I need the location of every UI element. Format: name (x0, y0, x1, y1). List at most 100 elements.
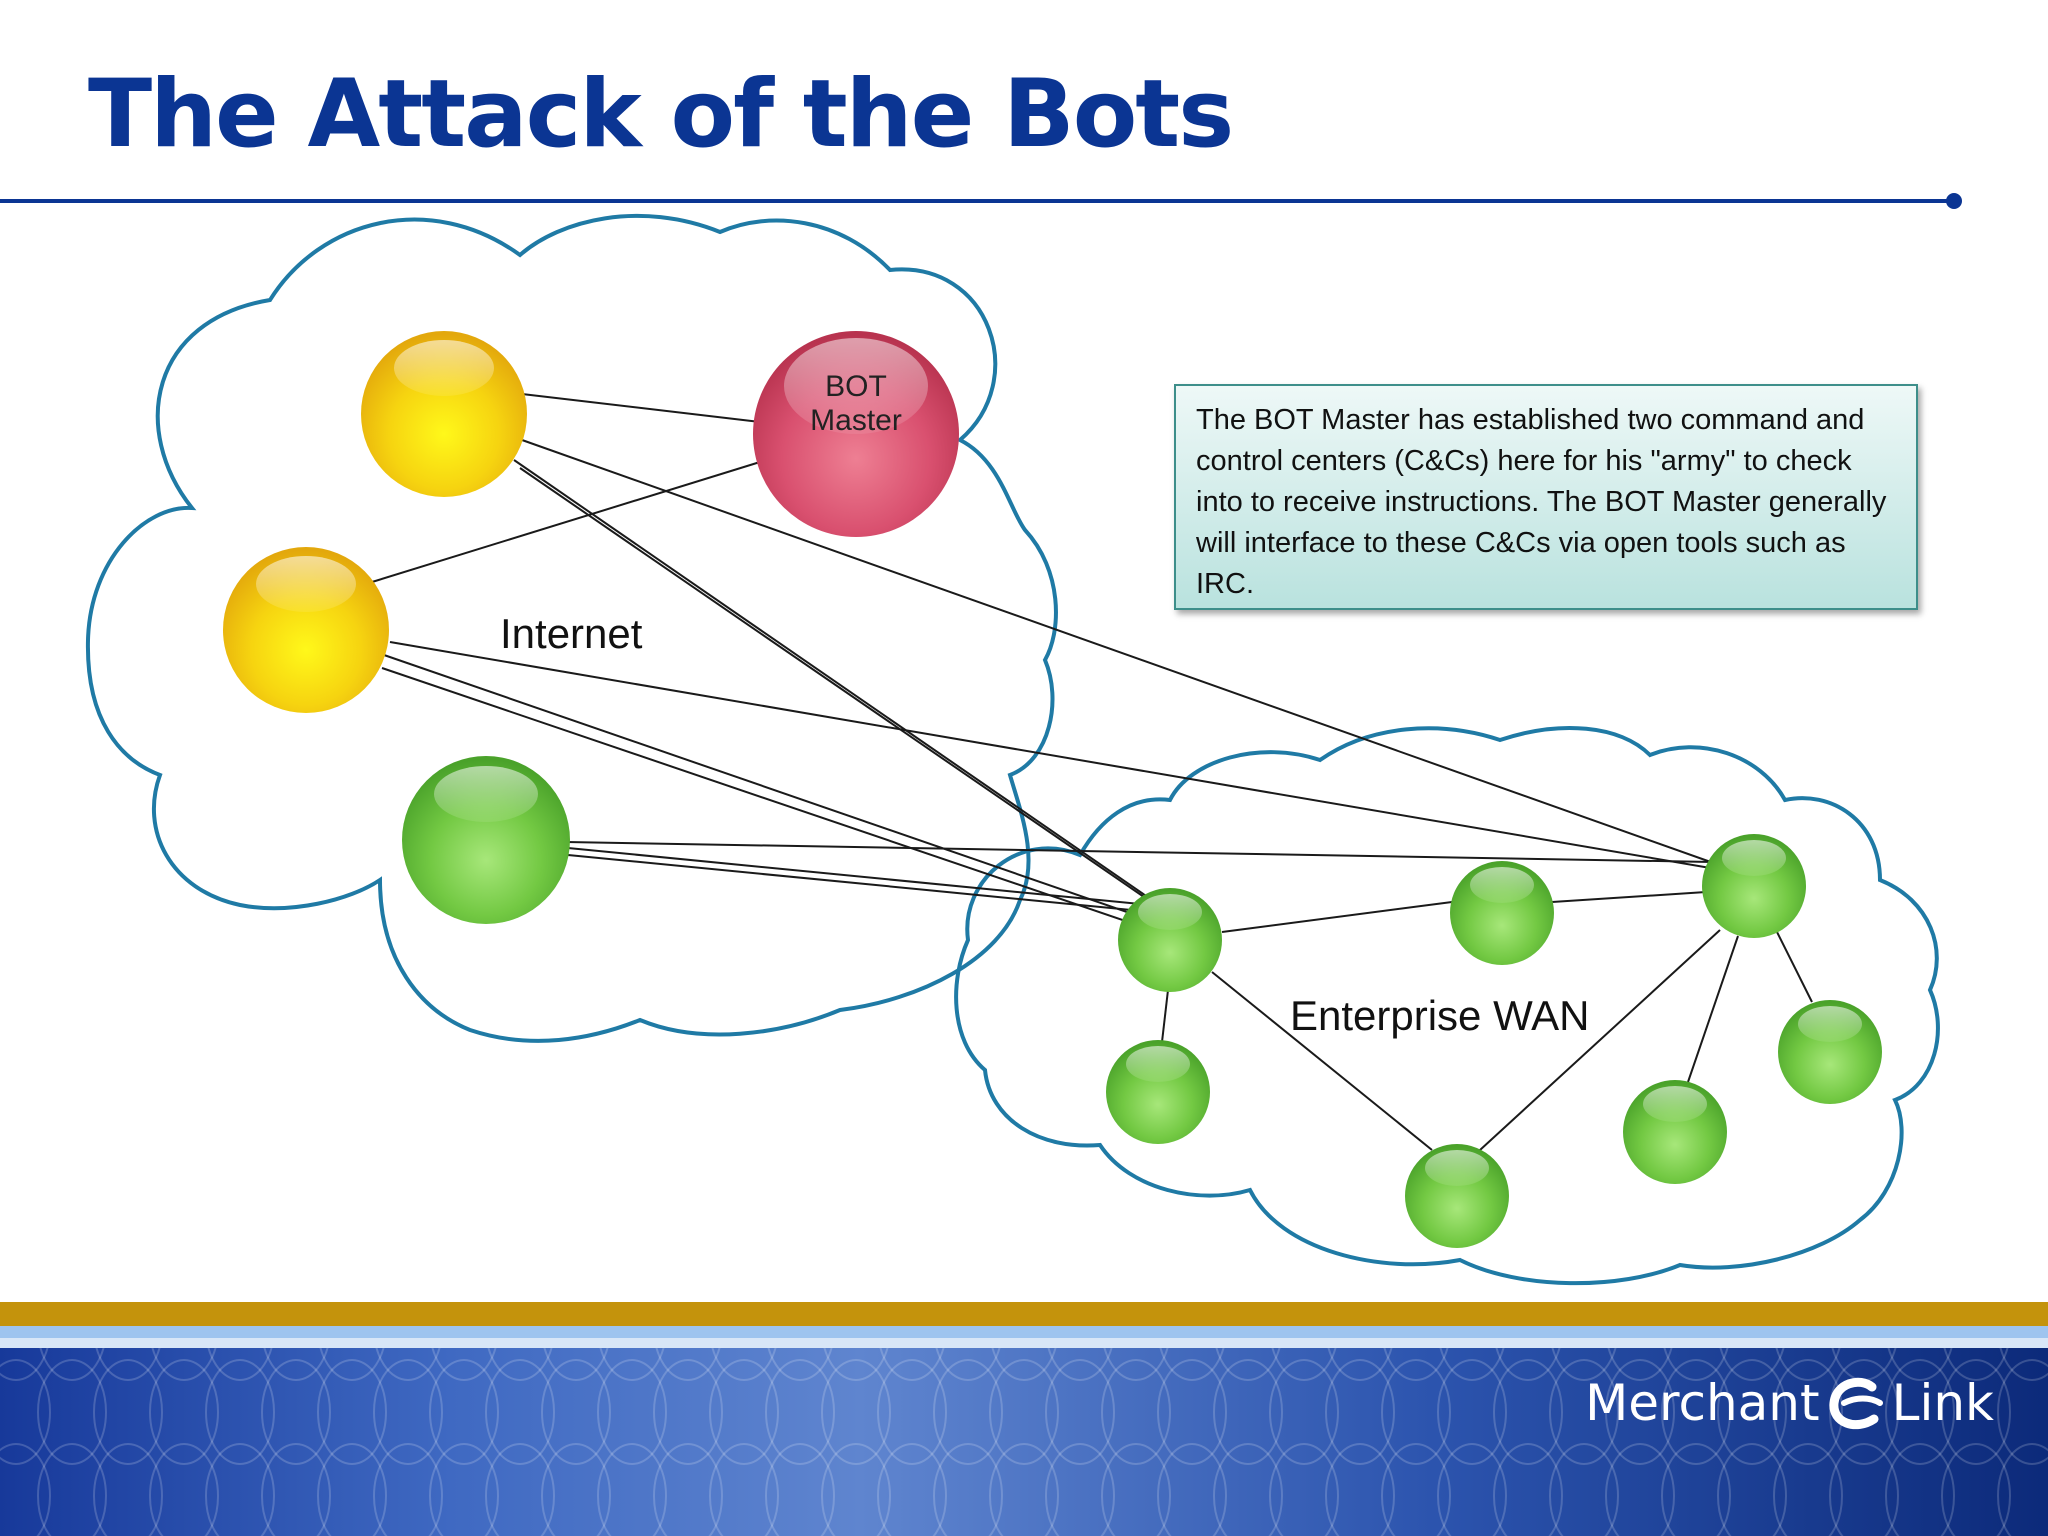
pattern-ring (375, 1348, 441, 1381)
pattern-ring (541, 1359, 611, 1465)
pattern-ring (1887, 1348, 1953, 1381)
pattern-ring (933, 1359, 1003, 1465)
bot-master-label-line1: BOT (825, 370, 887, 403)
pattern-ring (0, 1348, 49, 1381)
pattern-ring (487, 1348, 553, 1381)
pattern-ring (823, 1348, 889, 1381)
pattern-ring (431, 1348, 497, 1381)
pattern-ring (263, 1348, 329, 1381)
pattern-ring (1269, 1359, 1339, 1465)
pattern-ring (709, 1359, 779, 1465)
pattern-ring (991, 1348, 1057, 1381)
pattern-ring (317, 1359, 387, 1465)
pattern-ring (1215, 1348, 1281, 1381)
pattern-ring (821, 1359, 891, 1465)
pattern-ring (1437, 1359, 1507, 1465)
pattern-ring (1495, 1348, 1561, 1381)
pattern-ring (653, 1443, 723, 1536)
logo-text-right: Link (1891, 1374, 1994, 1432)
pattern-ring (1047, 1348, 1113, 1381)
pattern-ring (597, 1359, 667, 1465)
node-green-bottom (1405, 1144, 1509, 1248)
link (513, 459, 1153, 901)
link (567, 847, 1151, 906)
pattern-ring (1773, 1443, 1843, 1536)
pattern-ring (39, 1348, 105, 1381)
pattern-ring (1101, 1359, 1171, 1465)
pattern-ring (149, 1359, 219, 1465)
node-cc-left (1118, 888, 1222, 992)
link (1161, 989, 1169, 1043)
pattern-ring (1159, 1348, 1225, 1381)
pattern-ring (1719, 1348, 1785, 1381)
slide-title: The Attack of the Bots (88, 60, 1234, 169)
link (565, 841, 1713, 863)
pattern-ring (317, 1443, 387, 1536)
pattern-ring (765, 1443, 835, 1536)
node-green-mid (1450, 861, 1554, 965)
pattern-ring (1045, 1443, 1115, 1536)
callout-box: The BOT Master has established two comma… (1174, 384, 1918, 610)
node-green-bottom-right (1623, 1080, 1727, 1184)
pattern-ring (1157, 1359, 1227, 1465)
footer-light-bar (0, 1326, 2048, 1338)
pattern-ring (1605, 1443, 1675, 1536)
link (1775, 929, 1813, 1003)
pattern-ring (1549, 1359, 1619, 1465)
pattern-ring (1661, 1359, 1731, 1465)
pattern-ring (599, 1348, 665, 1381)
pattern-ring (1549, 1443, 1619, 1536)
node-green-far-right (1778, 1000, 1882, 1104)
pattern-ring (1325, 1443, 1395, 1536)
pattern-ring (1663, 1348, 1729, 1381)
pattern-ring (0, 1359, 51, 1465)
pattern-ring (1773, 1359, 1843, 1465)
pattern-ring (821, 1443, 891, 1536)
merchant-link-logo: Merchant Link (1585, 1368, 1994, 1438)
pattern-ring (711, 1348, 777, 1381)
node-yellow-1 (361, 331, 527, 497)
node-green-lower-left (1106, 1040, 1210, 1144)
pattern-ring (261, 1359, 331, 1465)
pattern-ring (1101, 1443, 1171, 1536)
logo-text-left: Merchant (1585, 1374, 1820, 1432)
pattern-ring (1661, 1443, 1731, 1536)
pattern-ring (653, 1359, 723, 1465)
internet-label: Internet (500, 610, 643, 657)
pattern-ring (935, 1348, 1001, 1381)
pattern-ring (485, 1359, 555, 1465)
pattern-ring (1213, 1443, 1283, 1536)
pattern-ring (149, 1443, 219, 1536)
footer-gold-bar (0, 1302, 2048, 1326)
pattern-ring (1381, 1443, 1451, 1536)
enterprise-wan-label: Enterprise WAN (1290, 992, 1590, 1039)
pattern-ring (1941, 1443, 2011, 1536)
pattern-ring (597, 1443, 667, 1536)
pattern-ring (151, 1348, 217, 1381)
pattern-ring (1607, 1348, 1673, 1381)
footer-band: Merchant Link (0, 1348, 2048, 1536)
pattern-ring (989, 1359, 1059, 1465)
pattern-ring (1327, 1348, 1393, 1381)
pattern-ring (1437, 1443, 1507, 1536)
pattern-ring (261, 1443, 331, 1536)
pattern-ring (205, 1443, 275, 1536)
pattern-ring (1439, 1348, 1505, 1381)
node-cc-right (1702, 834, 1806, 938)
pattern-ring (95, 1348, 161, 1381)
link (521, 439, 1723, 867)
pattern-ring (485, 1443, 555, 1536)
footer-divider (0, 1338, 2048, 1348)
pattern-ring (1717, 1443, 1787, 1536)
pattern-ring (0, 1443, 51, 1536)
link (383, 654, 1151, 921)
pattern-ring (709, 1443, 779, 1536)
pattern-ring (877, 1359, 947, 1465)
pattern-ring (37, 1359, 107, 1465)
link (1221, 901, 1453, 933)
link (521, 393, 761, 423)
link (1551, 891, 1707, 903)
pattern-ring (429, 1359, 499, 1465)
pattern-ring (93, 1359, 163, 1465)
bot-master-label-line2: Master (810, 404, 902, 437)
